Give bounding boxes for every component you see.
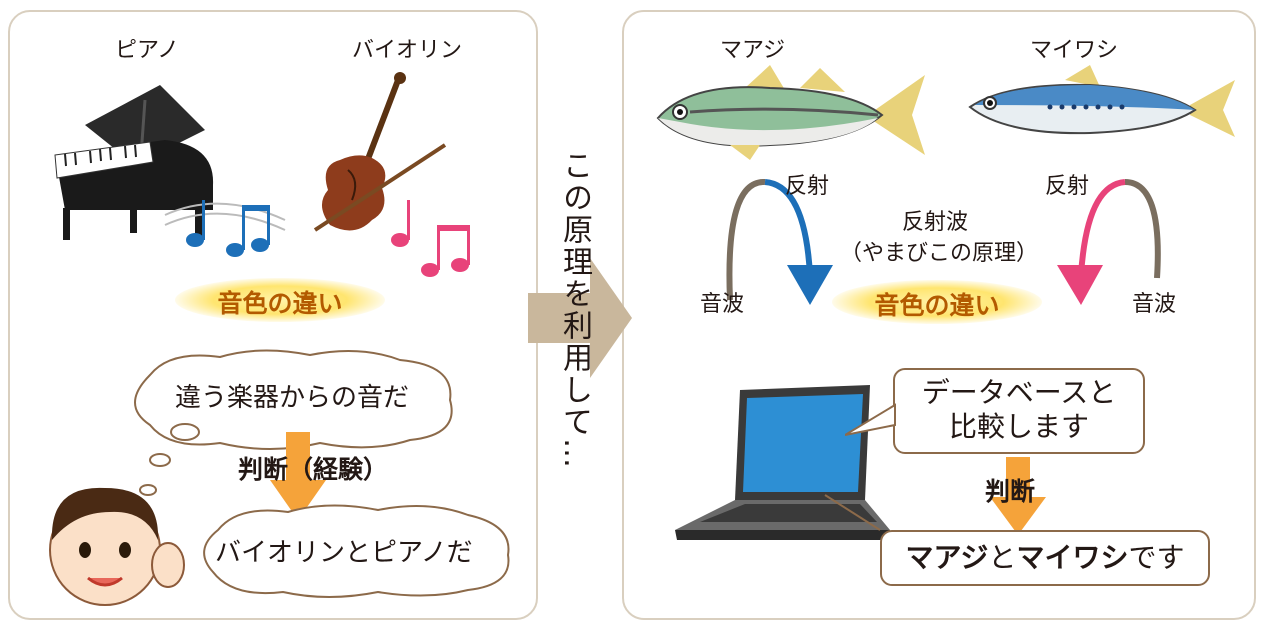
thought-cloud-1 [134, 349, 453, 450]
violin-illustration [313, 72, 447, 232]
result-fish2: マイワシ [1016, 541, 1129, 574]
reflection-arc-right [1057, 179, 1161, 305]
database-compare-box: データベースと 比較します [893, 368, 1145, 454]
music-notes-blue-icon [164, 200, 286, 257]
horse-mackerel-illustration [656, 65, 925, 160]
down-arrow-left-icon [270, 432, 326, 520]
timbre-label: 音色の違い [217, 289, 343, 318]
result-suffix: です [1128, 541, 1185, 574]
sardine-illustration [968, 65, 1235, 137]
thought-bubbles [128, 423, 200, 515]
fish2-label: マイワシ [1030, 38, 1119, 63]
timbre-highlight-right: 音色の違い [832, 280, 1042, 324]
judgment-label-right: 判断 [985, 477, 1036, 506]
right-arrow-icon [528, 258, 632, 378]
result-box: マアジとマイワシです [880, 530, 1210, 586]
result-and: と [988, 541, 1017, 574]
music-notes-pink-icon [391, 200, 470, 277]
speech-tail [845, 403, 896, 436]
person-listening-illustration [49, 487, 185, 606]
timbre-highlight: 音色の違い [175, 278, 385, 322]
reflection-arc-left [726, 178, 833, 305]
result-fish1: マアジ [905, 541, 989, 574]
timbre-label-right: 音色の違い [874, 291, 1000, 320]
violin-label: バイオリン [352, 38, 463, 63]
echo-principle-label: （やまびこの原理） [840, 241, 1039, 266]
laptop-illustration [675, 385, 890, 540]
piano-illustration [54, 85, 214, 240]
down-arrow-right-icon [990, 457, 1046, 535]
reflect-label-left: 反射 [785, 174, 830, 199]
thought-text-1: 違う楽器からの音だ [175, 383, 410, 413]
piano-label: ピアノ [115, 38, 180, 63]
database-line2: 比較します [948, 410, 1089, 443]
database-line1: データベースと [921, 376, 1117, 409]
reflect-label-right: 反射 [1045, 174, 1090, 199]
thought-text-2: バイオリンとピアノだ [215, 538, 473, 568]
fish1-label: マアジ [720, 38, 786, 63]
laptop-pointer-line [824, 494, 881, 531]
sound-wave-label-left: 音波 [700, 292, 745, 317]
judgment-experience-label: 判断（経験） [238, 455, 389, 484]
sound-wave-label-right: 音波 [1132, 292, 1177, 317]
reflected-wave-label: 反射波 [902, 210, 969, 235]
thought-cloud-2 [203, 504, 510, 598]
vertical-caption: この原理を利用して… [557, 150, 592, 470]
